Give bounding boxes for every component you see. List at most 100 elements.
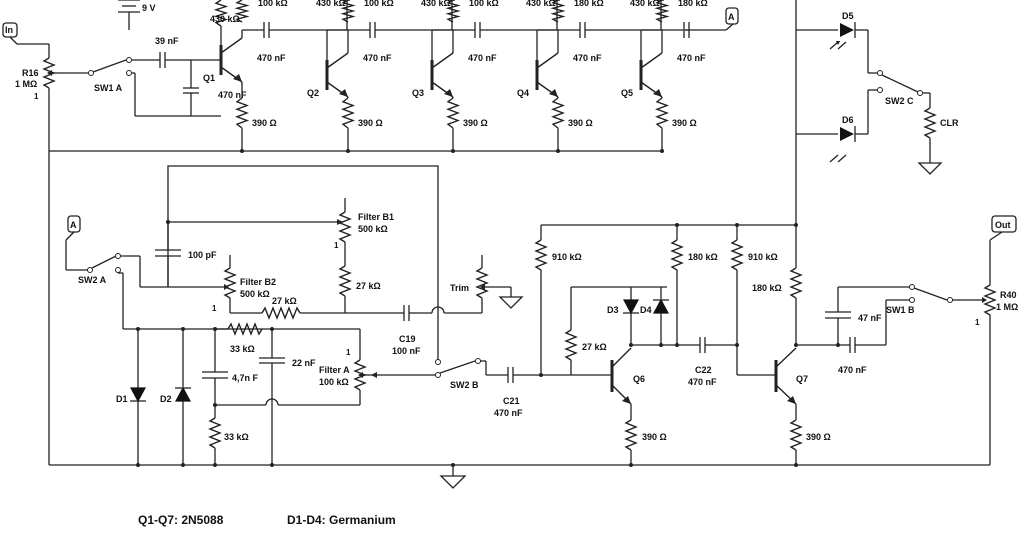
r27a-label: 27 kΩ [356, 281, 381, 291]
stage-1-cc-label: 470 nF [257, 53, 286, 63]
re6-label: 390 Ω [642, 432, 667, 442]
stage-4-rb-label: 180 kΩ [574, 0, 604, 8]
stage-1-re-label: 390 Ω [252, 118, 277, 128]
stage-2-re-label: 390 Ω [358, 118, 383, 128]
stage-3-rc-label: 430 kΩ [421, 0, 451, 8]
fa-pin: 1 [346, 348, 351, 357]
r16-pin: 1 [34, 92, 39, 101]
filter-loop-wire [167, 165, 439, 312]
trim-pot[interactable]: Trim [450, 255, 524, 313]
d2-label: D2 [160, 394, 172, 404]
stage-3-cc-label: 470 nF [468, 53, 497, 63]
sw2b-label: SW2 B [450, 380, 479, 390]
sw1a-label: SW1 A [94, 83, 123, 93]
r180-b: 180 kΩ [752, 225, 803, 345]
in-port-label: In [5, 25, 13, 35]
sw1a-switch[interactable]: SW1 A [58, 57, 221, 117]
diode-d4: D4 [640, 287, 670, 345]
diode-note: D1-D4: Germanium [287, 513, 396, 527]
sw2a-label: SW2 A [78, 275, 107, 285]
sw2a-switch[interactable]: SW2 A [78, 253, 224, 330]
cap-100pf: 100 pF [155, 222, 217, 287]
r40-pot[interactable]: R40 1 MΩ 1 [975, 240, 1018, 465]
main-ground-symbol [439, 465, 467, 489]
c19-name: C19 [399, 334, 416, 344]
d6-label: D6 [842, 115, 854, 125]
filter-b2-pot[interactable]: Filter B2 500 kΩ 1 [212, 255, 276, 313]
b1-pin: 1 [334, 241, 339, 250]
c22n-label: 22 nF [292, 358, 316, 368]
led-d6: D6 [796, 89, 877, 163]
diode-d2: D2 [160, 329, 192, 465]
r910b-label: 910 kΩ [748, 252, 778, 262]
cap-470n-label: 470 nF [218, 90, 247, 100]
r27-horizontal: 27 kΩ [230, 296, 404, 320]
c19-value: 100 nF [392, 346, 421, 356]
a-port-top: A [685, 7, 739, 31]
gain-stages: 100 kΩ 430 kΩ 470 nF 390 Ω Q1 100 kΩ 430 kΩ 470… [203, 0, 708, 153]
stage-5-q-label: Q5 [621, 88, 633, 98]
cap-c22: C22 470 nF [688, 337, 737, 387]
stage-2-q-label: Q2 [307, 88, 319, 98]
sw2c-label: SW2 C [885, 96, 914, 106]
cap-47nf: 47 nF [825, 286, 910, 345]
r910-b: 910 kΩ [730, 225, 778, 376]
sw1b-switch[interactable]: SW1 B [886, 284, 987, 316]
a-port-left-label: A [70, 220, 77, 230]
r33-horizontal: 33 kΩ [215, 322, 263, 354]
out-port: Out [989, 215, 1017, 241]
stage-3-rb-label: 100 kΩ [469, 0, 499, 8]
stage-3-q-label: Q3 [412, 88, 424, 98]
b1-name: Filter B1 [358, 212, 394, 222]
stage-1-rb-label: 100 kΩ [258, 0, 288, 8]
c22-name: C22 [695, 365, 712, 375]
out-port-label: Out [995, 220, 1011, 230]
r16-name: R16 [22, 68, 39, 78]
r40-name: R40 [1000, 290, 1017, 300]
transistor-q6: Q6 [610, 347, 645, 420]
in-port: In [2, 22, 49, 45]
cap-470nf-out: 470 nF [838, 299, 910, 375]
r27-output: 27 kΩ [564, 329, 607, 375]
stage-5-re-label: 390 Ω [672, 118, 697, 128]
stage-5-rb-label: 180 kΩ [678, 0, 708, 8]
r180a-label: 180 kΩ [688, 252, 718, 262]
stage-1-q-label: Q1 [203, 73, 215, 83]
diode-d1: D1 [116, 329, 147, 465]
sw2c-switch[interactable]: SW2 C CLR [877, 70, 959, 175]
c100p-label: 100 pF [188, 250, 217, 260]
r910-a: 910 kΩ [534, 225, 582, 375]
c47-label: 4,7n F [232, 373, 259, 383]
battery-label: 9 V [142, 3, 156, 13]
transistor-q7: Q7 [774, 347, 808, 420]
r33a-label: 33 kΩ [230, 344, 255, 354]
r33-vertical: 33 kΩ [208, 405, 249, 465]
sw2b-switch[interactable]: SW2 B [435, 312, 509, 390]
stage-4-rc-label: 430 kΩ [526, 0, 556, 8]
r40-value: 1 MΩ [996, 302, 1018, 312]
fa-value: 100 kΩ [319, 377, 349, 387]
r180b-label: 180 kΩ [752, 283, 782, 293]
re7-label: 390 Ω [806, 432, 831, 442]
battery-9v: 9 V [118, 0, 156, 30]
r16-pot: R16 1 MΩ 1 [15, 44, 58, 465]
re7-resistor: 390 Ω [789, 419, 831, 465]
stage-2-rc-label: 430 kΩ [316, 0, 346, 8]
stage-4-re-label: 390 Ω [568, 118, 593, 128]
filter-b1-pot[interactable]: Filter B1 500 kΩ 1 [334, 198, 394, 266]
diode-d3: D3 [607, 287, 640, 345]
cap-4n7: 4,7n F [202, 329, 259, 405]
clr-label: CLR [940, 118, 959, 128]
stage-1: 100 kΩ 430 kΩ 470 nF 390 Ω Q1 [203, 0, 350, 153]
re6-resistor: 390 Ω [624, 419, 667, 465]
input-cap-39n: 39 nF [155, 36, 221, 68]
filter-a-pot[interactable]: Filter A 100 kΩ 1 [319, 329, 439, 405]
cap-c21: C21 470 nF [494, 367, 612, 418]
c22-value: 470 nF [688, 377, 717, 387]
b2-pin: 1 [212, 304, 217, 313]
